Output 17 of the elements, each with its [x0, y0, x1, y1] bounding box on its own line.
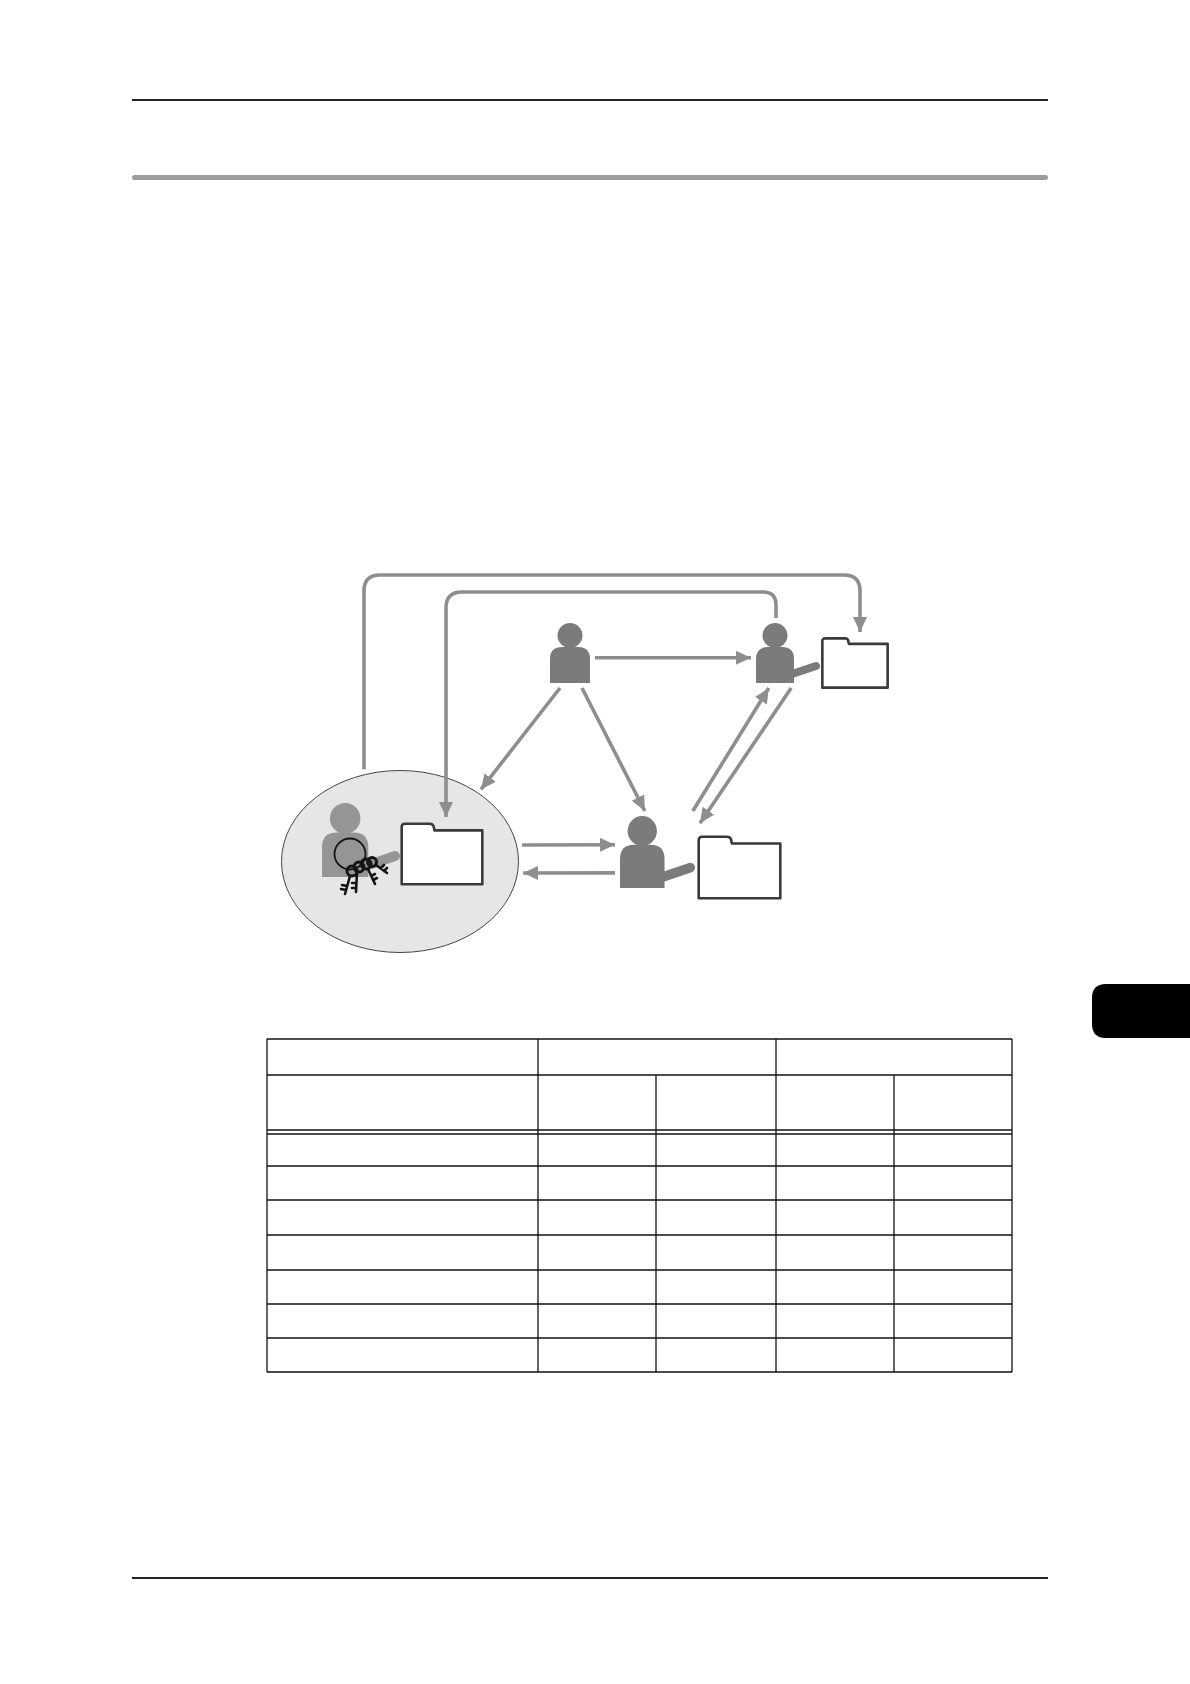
arrow — [523, 866, 615, 880]
arrow — [580, 687, 647, 812]
person-icon — [620, 816, 695, 888]
arrow — [362, 573, 867, 770]
folder-icon — [400, 822, 484, 886]
folder-icon — [821, 637, 889, 689]
shaded-ellipse — [281, 770, 519, 953]
person-icon — [322, 803, 400, 877]
arrow — [595, 650, 751, 665]
folder-icon — [697, 835, 782, 900]
arrow — [479, 686, 562, 791]
person-icon — [550, 623, 590, 683]
person-icon — [756, 623, 820, 683]
arrow — [522, 837, 615, 852]
arrow — [698, 687, 793, 825]
chapter-tab — [1092, 984, 1190, 1038]
arrow — [691, 687, 771, 812]
